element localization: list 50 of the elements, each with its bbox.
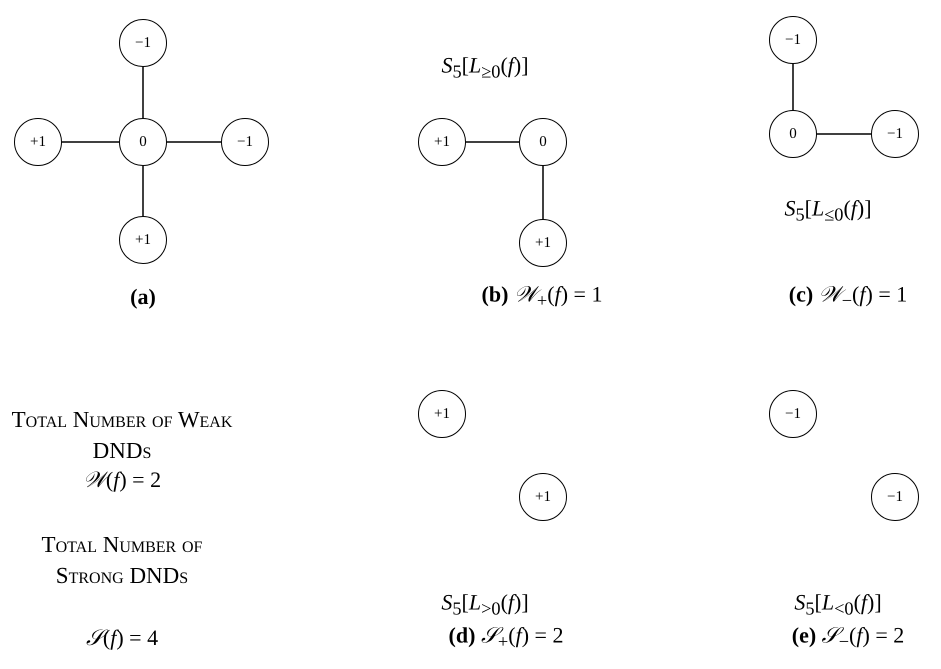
heading-text: Total Number of Weak DNDs	[10, 406, 234, 465]
vertex-value: +1	[535, 490, 551, 504]
vertex-circle	[418, 118, 466, 166]
connector-line	[792, 64, 794, 110]
heading-text: Total Number of Strong DNDs	[40, 530, 204, 590]
vertex-value: −1	[785, 32, 801, 48]
connector-line	[62, 141, 119, 143]
connector-line	[466, 141, 519, 143]
math-label: (c) 𝒲$_{−}$(f) = 1	[788, 281, 908, 313]
vertex-circle	[519, 473, 567, 521]
vertex-circle	[519, 219, 567, 267]
vertex-value: +1	[30, 134, 46, 150]
vertex-circle	[221, 118, 269, 166]
vertex-circle	[871, 473, 919, 521]
vertex-value: −1	[887, 490, 903, 504]
vertex-value: +1	[434, 406, 450, 422]
math-label: (d) 𝒮$_{+}$(f) = 2	[448, 622, 564, 654]
connector-line	[817, 133, 871, 135]
vertex-value: 0	[139, 134, 147, 150]
vertex-circle	[119, 216, 167, 264]
math-label: S$_{5}$[L$_{≤0}$(f)]	[784, 195, 872, 227]
vertex-value: −1	[785, 406, 801, 422]
vertex-circle	[769, 390, 817, 438]
vertex-value: −1	[887, 126, 903, 142]
vertex-circle	[418, 390, 466, 438]
connector-line	[142, 166, 144, 216]
math-label: (e) 𝒮$_{−}$(f) = 2	[792, 622, 904, 654]
vertex-value: +1	[135, 232, 151, 248]
math-label: S$_{5}$[L$_{≥0}$(f)]	[441, 52, 529, 84]
vertex-value: 0	[539, 134, 547, 150]
vertex-circle	[119, 19, 167, 67]
vertex-circle	[119, 118, 167, 166]
vertex-value: −1	[237, 134, 253, 150]
vertex-value: +1	[535, 236, 551, 250]
vertex-value: 0	[789, 126, 797, 142]
connector-line	[542, 166, 544, 219]
math-label: S$_{5}$[L$_{>0}$(f)]	[441, 589, 529, 621]
vertex-value: +1	[434, 134, 450, 150]
math-label: (b) 𝒲$_{+}$(f) = 1	[482, 281, 602, 313]
vertex-value: −1	[135, 36, 151, 50]
math-label: (a)	[130, 284, 156, 310]
vertex-circle	[519, 118, 567, 166]
connector-line	[167, 141, 221, 143]
math-label: 𝒲(f) = 2	[82, 466, 162, 494]
vertex-circle	[14, 118, 62, 166]
connector-line	[142, 67, 144, 118]
vertex-circle	[871, 110, 919, 158]
vertex-circle	[769, 110, 817, 158]
vertex-circle	[769, 16, 817, 64]
math-label: S$_{5}$[L$_{<0}$(f)]	[794, 589, 882, 621]
